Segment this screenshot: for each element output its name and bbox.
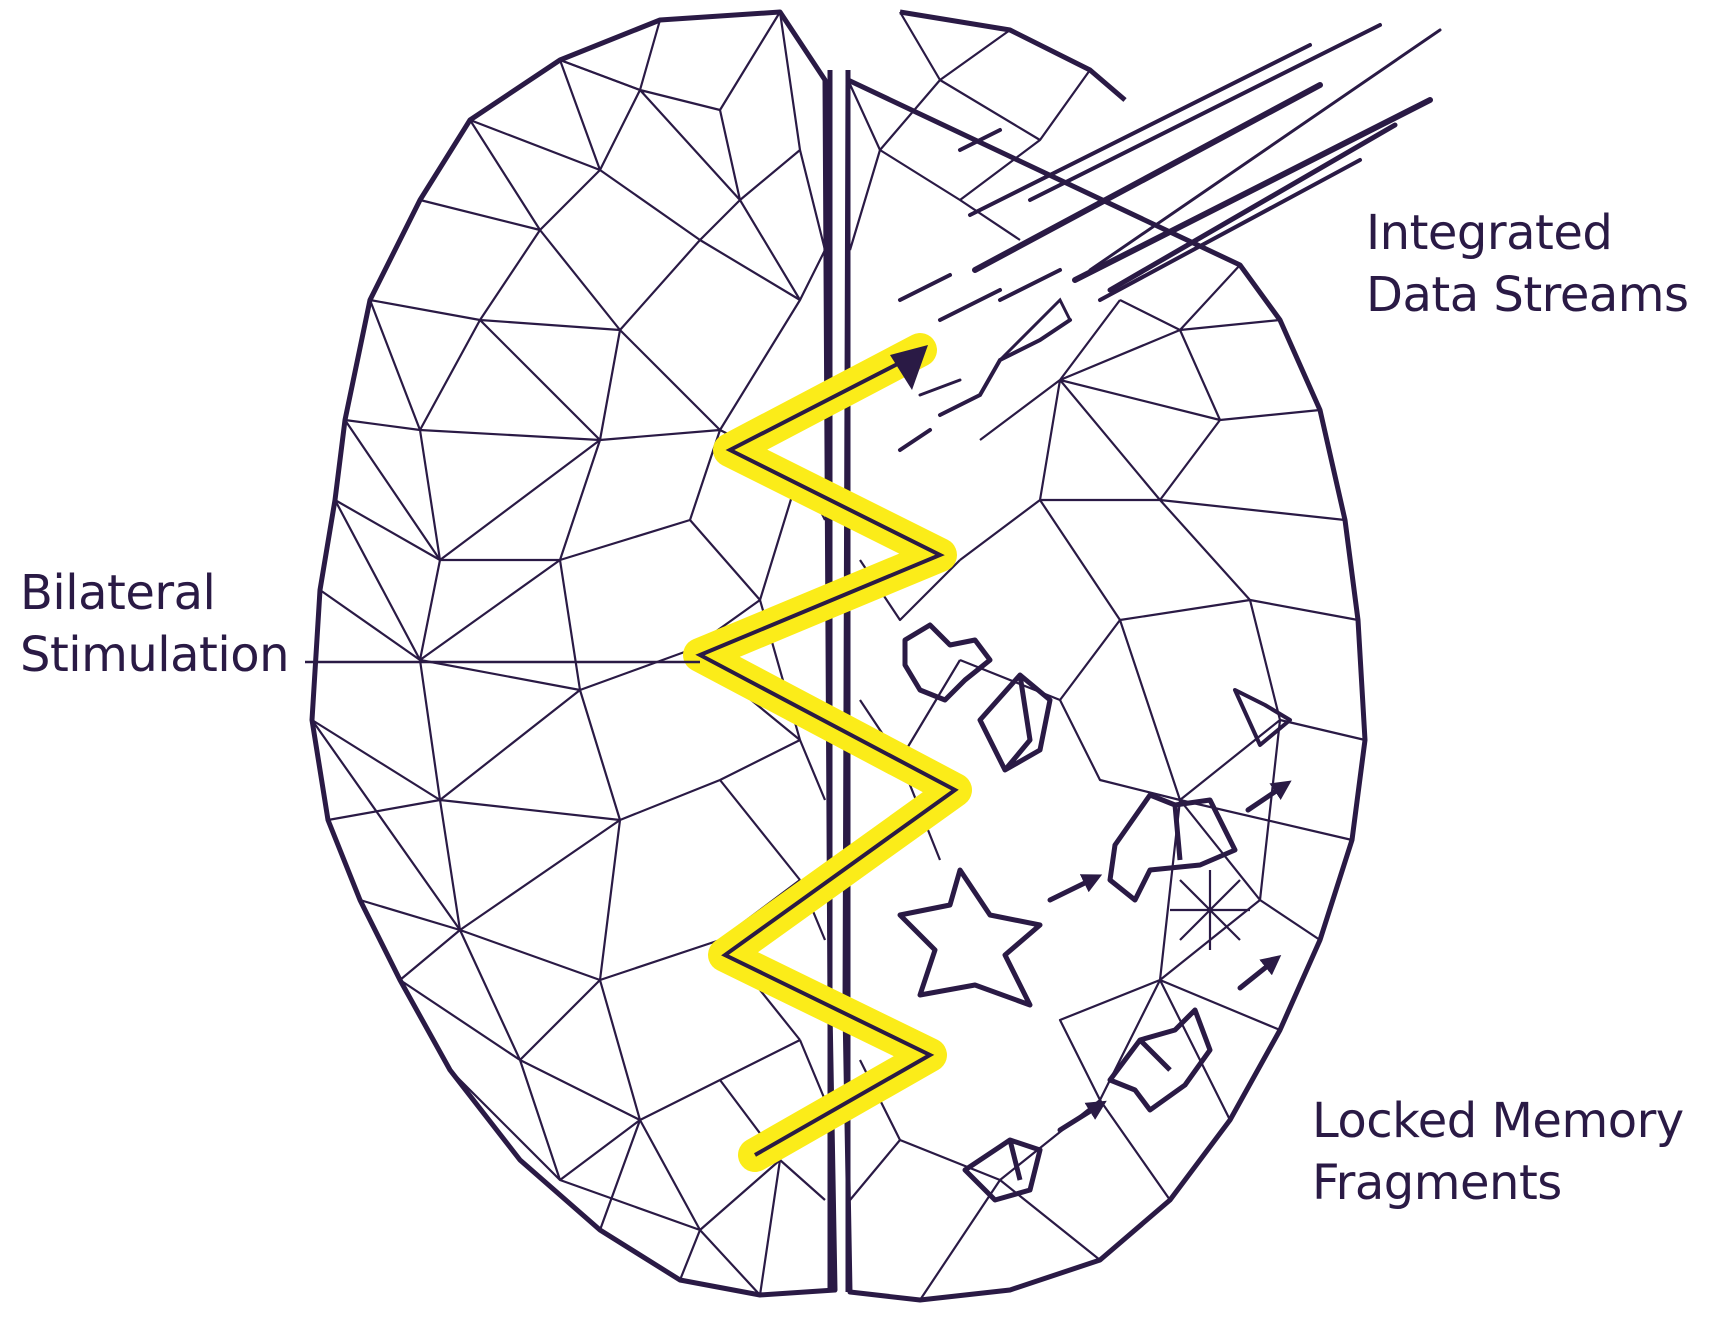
- integrated-line-1: Integrated: [1366, 202, 1689, 264]
- fragment-arrows: [1050, 785, 1285, 1130]
- right-mesh: [848, 12, 1365, 1300]
- integrated-line-2: Data Streams: [1366, 264, 1689, 326]
- bilateral-line-2: Stimulation: [20, 624, 289, 686]
- fragment-star: [900, 870, 1040, 1005]
- integrated-data-streams-label: Integrated Data Streams: [1366, 202, 1689, 326]
- fragment-shard-6: [1235, 690, 1290, 745]
- fragment-shard-2: [980, 675, 1050, 770]
- fragment-shard-1: [905, 625, 990, 700]
- left-mesh: [312, 12, 825, 1295]
- fragment-shard-3: [1110, 795, 1235, 900]
- data-streams-icon: [900, 25, 1440, 450]
- locked-line-2: Fragments: [1312, 1152, 1684, 1214]
- fragment-shard-4: [1110, 1010, 1210, 1110]
- locked-line-1: Locked Memory: [1312, 1090, 1684, 1152]
- bilateral-stimulation-label: Bilateral Stimulation: [20, 562, 289, 686]
- locked-memory-fragments-label: Locked Memory Fragments: [1312, 1090, 1684, 1214]
- bilateral-line-1: Bilateral: [20, 562, 289, 624]
